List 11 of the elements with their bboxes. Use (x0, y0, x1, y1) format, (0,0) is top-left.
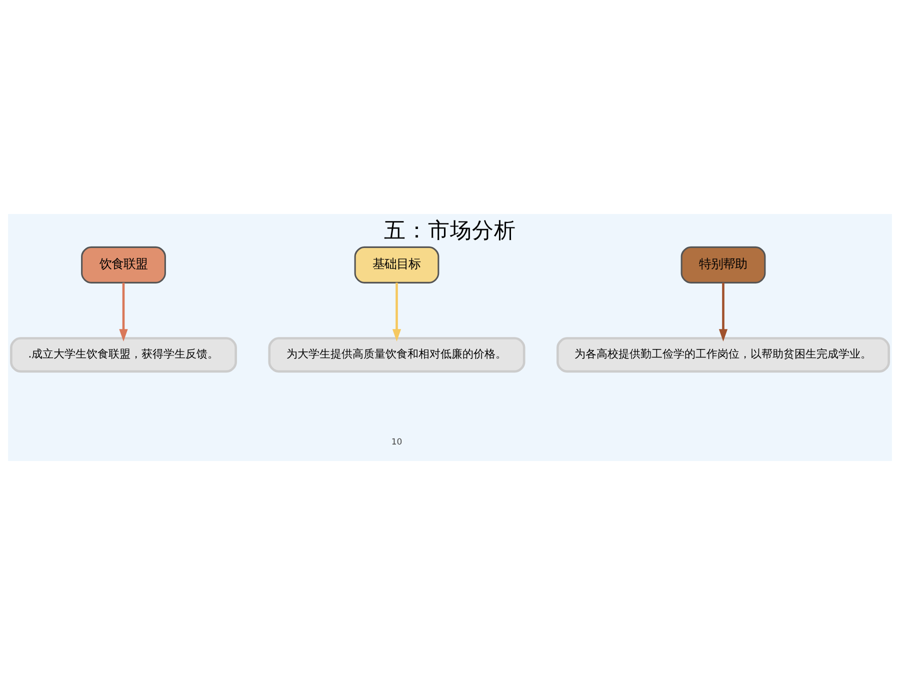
node-box: .成立大学生饮食联盟，获得学生反馈。 (10, 337, 237, 373)
arrow (718, 282, 728, 342)
diagram-title: 五：市场分析 (384, 218, 516, 244)
node-box: 特别帮助 (680, 246, 766, 284)
arrow (119, 282, 128, 342)
node-box: 为各高校提供勤工俭学的工作岗位，以帮助贫困生完成学业。 (556, 337, 890, 373)
node-box: 为大学生提供高质量饮食和相对低廉的价格。 (268, 337, 526, 373)
node-box: 基础目标 (354, 246, 440, 284)
label: 10 (391, 438, 402, 448)
arrow (392, 282, 402, 342)
node-box: 饮食联盟 (81, 246, 166, 284)
